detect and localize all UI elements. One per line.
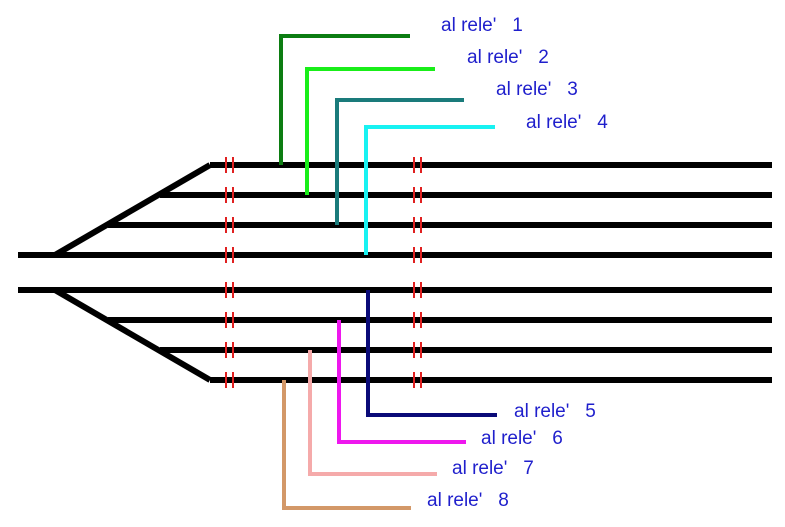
- relay-wire-7: [308, 350, 437, 476]
- relay-wires-group: [279, 34, 497, 510]
- relay-wire-1: [279, 34, 410, 165]
- relay-wire-2: [305, 67, 435, 195]
- fan-diagonal-upper: [53, 162, 212, 258]
- relay-label-4: al rele' 4: [526, 112, 608, 133]
- relay-label-5: al rele' 5: [514, 401, 596, 422]
- relay-wire-3: [335, 98, 464, 225]
- relay-wire-8: [282, 380, 411, 510]
- relay-label-3: al rele' 3: [496, 79, 578, 100]
- fan-diagonal-lower: [53, 287, 212, 383]
- relay-label-2: al rele' 2: [467, 47, 549, 68]
- relay-label-6: al rele' 6: [481, 428, 563, 449]
- relay-wire-5: [366, 290, 497, 417]
- relay-wire-6: [337, 320, 466, 444]
- relay-label-1: al rele' 1: [441, 15, 523, 36]
- relay-label-7: al rele' 7: [452, 458, 534, 479]
- tracks-group: [18, 162, 772, 383]
- insulated-joints-group: [225, 157, 422, 388]
- relay-label-8: al rele' 8: [427, 490, 509, 511]
- relay-wire-4: [364, 125, 495, 255]
- relay-labels-group: al rele' 1 al rele' 2 al rele' 3 al rele…: [427, 15, 608, 511]
